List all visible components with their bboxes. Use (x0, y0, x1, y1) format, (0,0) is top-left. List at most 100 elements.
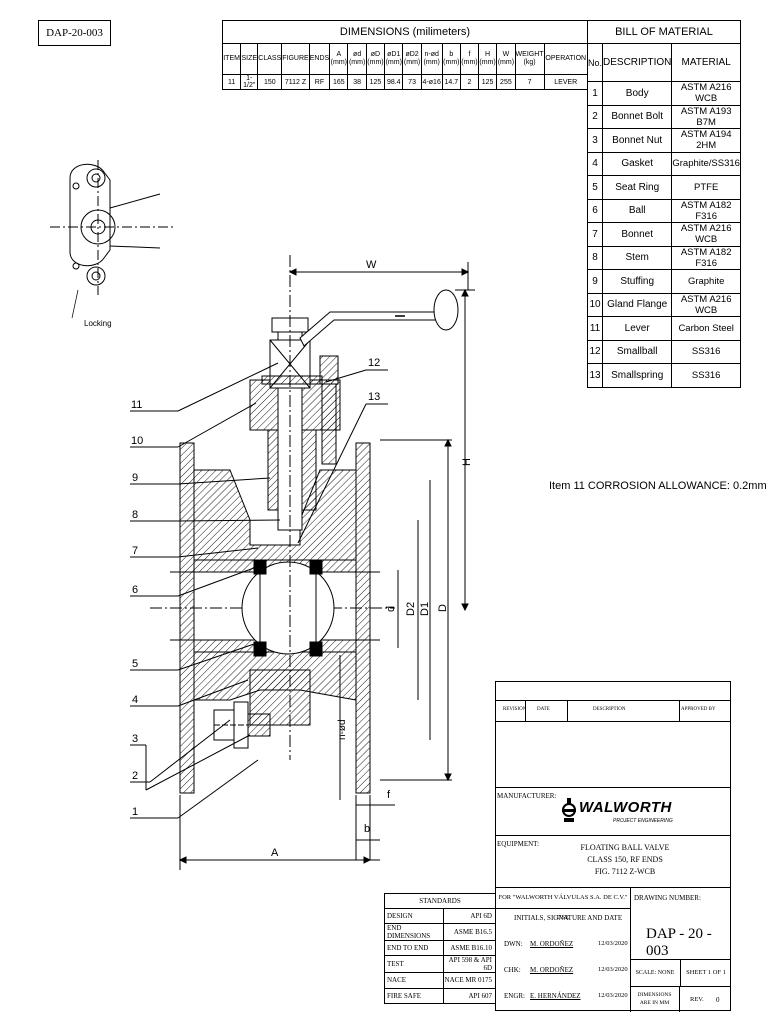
dim-value: 11 (221, 74, 242, 90)
bom-description: Stuffing (602, 269, 673, 294)
rev-value: 0 (716, 996, 720, 1004)
equipment-description: FLOATING BALL VALVE CLASS 150, RF ENDS F… (555, 842, 695, 878)
bom-number: 2 (586, 104, 604, 129)
dim-header: SIZE (240, 43, 259, 75)
signature-name: M. ORDOÑEZ (530, 966, 574, 974)
bom-number: 3 (586, 128, 604, 153)
dim-d1: D1 (419, 602, 431, 616)
bom-material: ASTM A216 WCB (671, 222, 741, 247)
equipment-line: FLOATING BALL VALVE (580, 843, 670, 852)
dim-header-line: (mm) (367, 59, 384, 66)
dim-header-line: (mm) (385, 59, 402, 66)
dim-header: OPERATION (543, 43, 589, 75)
equipment-section: EQUIPMENT: FLOATING BALL VALVE CLASS 150… (495, 835, 731, 888)
item-label-10: 10 (131, 435, 143, 447)
bom-number: 7 (586, 222, 604, 247)
sheet-info: SCALE: NONE SHEET 1 OF 1 DIMENSIONS ARE … (630, 959, 731, 1012)
dim-value: 1-1/2" (240, 74, 259, 90)
rev-col-approved: APPROVED BY (681, 707, 716, 712)
item-label-7: 7 (132, 545, 138, 557)
brand-tagline: PROJECT ENGINEERING (613, 818, 673, 824)
dim-header: FIGURE (281, 43, 310, 75)
dim-b: b (364, 823, 370, 835)
dim-header-line: (kg) (523, 59, 536, 66)
bom-description: Bonnet (602, 222, 673, 247)
item-label-1: 1 (132, 806, 138, 818)
signature-heading: INITIALS, SIGNATURE AND DATE (514, 914, 623, 922)
equipment-label: EQUIPMENT: (497, 840, 540, 848)
dim-header-line: (mm) (461, 59, 478, 66)
bom-number: 13 (586, 363, 604, 388)
equipment-line: FIG. 7112 Z-WCB (594, 867, 656, 876)
dim-header-line: ød (353, 51, 362, 58)
dim-header-line: (mm) (479, 59, 496, 66)
dim-value: 255 (496, 74, 516, 90)
dim-header-line: (mm) (497, 59, 515, 66)
item-label-9: 9 (132, 472, 138, 484)
bom-material: ASTM A182 F316 (671, 245, 741, 270)
bom-description: Smallball (602, 339, 673, 364)
bom-material: Graphite (671, 269, 741, 294)
dim-d2: D2 (405, 602, 417, 616)
signature-role: DWN: (504, 940, 523, 948)
dim-header-line: OPERATION (545, 55, 587, 62)
manufacturer-section: MANUFACTURER: WALWORTH PROJECT ENGINEERI… (495, 787, 731, 836)
units-line: ARE IN MM (639, 1000, 670, 1006)
dim-header-line: n-ød (424, 51, 439, 58)
signature-section: FOR "WALWORTH VÁLVULAS S.A. DE C.V." USE… (496, 887, 631, 1012)
units-line: DIMENSIONS (637, 992, 672, 998)
dim-header-line: (mm) (403, 59, 421, 66)
dim-value: 14.7 (441, 74, 461, 90)
dim-header: ENDS (308, 43, 331, 75)
standard-name: FIRE SAFE (383, 987, 445, 1004)
dim-header-line: ENDS (309, 55, 330, 62)
standard-value: API 598 & API 6D (443, 955, 496, 974)
standard-value: ASME B16.10 (443, 940, 496, 957)
bom-number: 11 (586, 316, 604, 341)
rev-col-date: DATE (537, 707, 550, 712)
signature-date: 12/03/2020 (598, 940, 628, 947)
item-label-5: 5 (132, 658, 138, 670)
bom-material: ASTM A193 B7M (671, 104, 741, 129)
units-note: DIMENSIONS ARE IN MM (630, 987, 680, 1012)
bom-material: PTFE (671, 175, 741, 200)
drawing-number-section: DRAWING NUMBER: DAP - 20 - 003 (630, 887, 731, 960)
bom-header-material: MATERIAL (671, 43, 741, 82)
standard-value: API 6D (443, 907, 496, 925)
bom-number: 5 (586, 175, 604, 200)
doc-id: DAP-20-003 (38, 20, 111, 46)
dim-header: W(mm) (496, 43, 516, 75)
bom-number: 10 (586, 292, 604, 317)
dim-value: RF (308, 74, 331, 90)
bom-number: 12 (586, 339, 604, 364)
dim-header-line: b (449, 51, 454, 58)
dim-header-line: W (502, 51, 510, 58)
bom-material: ASTM A194 2HM (671, 128, 741, 153)
dim-header-line: (mm) (443, 59, 460, 66)
standard-name: END TO END (383, 940, 445, 957)
brand-name: WALWORTH (579, 799, 672, 816)
bom-number: 4 (586, 151, 604, 176)
dim-value: 2 (459, 74, 479, 90)
item-label-8: 8 (132, 509, 138, 521)
standard-name: TEST (383, 955, 445, 974)
rev-col-description: DESCRIPTION (593, 707, 626, 712)
dim-value: 150 (257, 74, 283, 90)
bom-description: Gasket (602, 151, 673, 176)
bom-description: Gland Flange (602, 292, 673, 317)
bom-material: SS316 (671, 363, 741, 388)
corrosion-note: Item 11 CORROSION ALLOWANCE: 0.2mm (549, 480, 767, 492)
standard-value: API 607 (443, 987, 496, 1004)
